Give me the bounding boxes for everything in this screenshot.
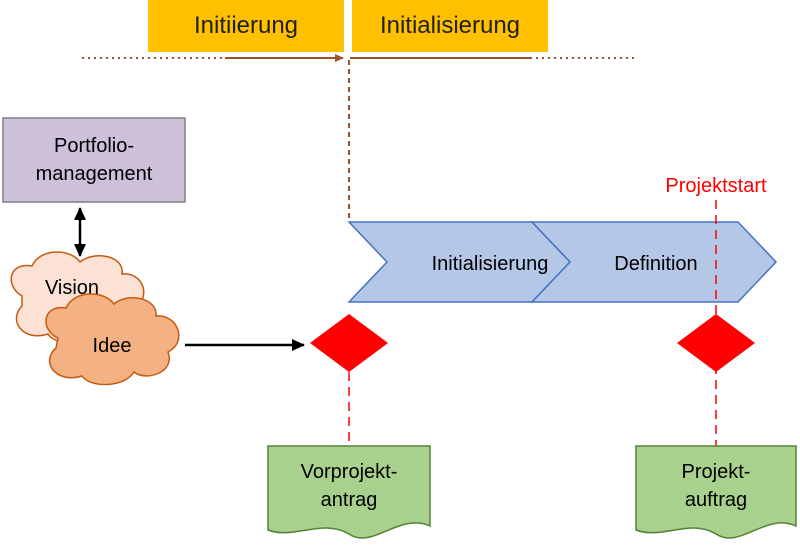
milestone-diamond-projektstart	[677, 314, 755, 372]
portfolio-label-line1: Portfolio-	[54, 135, 134, 157]
projektauftrag-line1: Projekt-	[682, 461, 751, 483]
milestone-diamond-vorprojekt	[310, 314, 388, 372]
document-projektauftrag	[635, 445, 797, 539]
chevron-definition	[530, 221, 778, 303]
vorprojektantrag-line1: Vorprojekt-	[301, 461, 398, 483]
idee-label: Idee	[93, 335, 132, 357]
chevron-label-definition: Definition	[614, 253, 697, 275]
phase-label-initialisierung: Initialisierung	[380, 12, 520, 39]
vorprojektantrag-line2: antrag	[321, 489, 378, 511]
idee-cloud	[45, 293, 180, 386]
phase-label-initiierung: Initiierung	[194, 12, 298, 39]
document-vorprojektantrag	[267, 445, 431, 539]
projektauftrag-line2: auftrag	[685, 489, 747, 511]
phase-box-initialisierung	[352, 0, 548, 52]
projektstart-label: Projektstart	[665, 175, 767, 197]
portfolio-label-line2: management	[36, 163, 153, 185]
chevron-label-initialisierung: Initialisierung	[432, 253, 549, 275]
portfolio-management-box	[2, 117, 186, 203]
phase-box-initiierung	[148, 0, 344, 52]
vision-label: Vision	[45, 277, 99, 299]
